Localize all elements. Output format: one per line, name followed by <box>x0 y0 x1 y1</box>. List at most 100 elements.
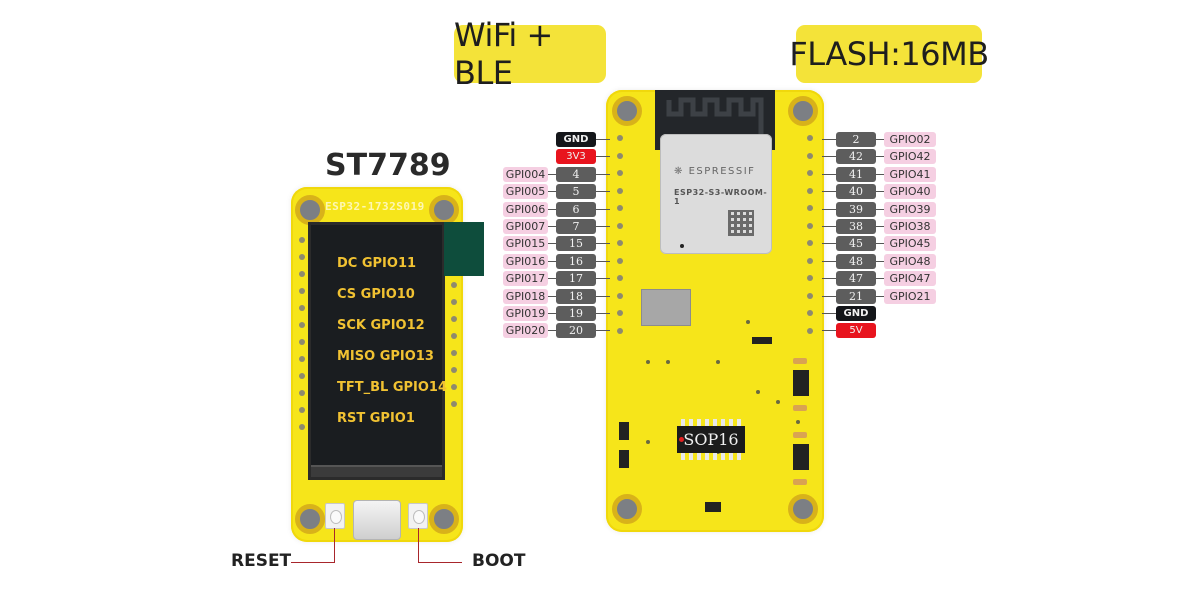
mount-hole <box>612 494 642 524</box>
connector-line <box>822 278 836 280</box>
via <box>716 360 720 364</box>
via <box>776 400 780 404</box>
connector-line <box>596 330 610 332</box>
mount-hole <box>295 195 325 225</box>
pin-number-badge: 21 <box>836 288 876 304</box>
pcb-antenna-icon <box>666 97 764 146</box>
gpio-name-label: GPI016 <box>503 253 548 269</box>
capacitor <box>793 358 807 364</box>
ic-lead <box>681 419 685 426</box>
connector-line <box>876 226 884 227</box>
connector-line <box>822 260 836 262</box>
gpio-name-label: GPIO40 <box>884 184 936 200</box>
mount-hole <box>429 195 459 225</box>
boot-button[interactable] <box>408 503 428 529</box>
ic-lead <box>697 419 701 426</box>
connector-line <box>596 278 610 280</box>
connector-line <box>548 278 556 280</box>
gpio-name-label: GPIO48 <box>884 253 936 269</box>
usb-c-port <box>353 500 401 540</box>
ic-lead <box>705 453 709 460</box>
connector-line <box>876 295 884 297</box>
capacitor <box>793 432 807 438</box>
sot89-regulator <box>793 370 809 396</box>
fpc-connector <box>641 289 691 326</box>
connector-line <box>876 278 884 280</box>
header-pin <box>451 316 457 322</box>
connector-line <box>876 243 884 245</box>
pin-number-badge: 4 <box>556 166 596 182</box>
connector-line <box>548 208 556 210</box>
lcd-pin-label: MISO GPIO13 <box>337 349 434 364</box>
gpio-name-label: GPI006 <box>503 201 548 217</box>
header-pin <box>807 327 813 334</box>
connector-line <box>876 260 884 262</box>
connector-line <box>876 191 884 193</box>
header-pin <box>617 240 623 246</box>
gpio-name-label: GPIO38 <box>884 219 936 234</box>
header-pin <box>807 292 813 299</box>
header-pin <box>617 135 623 141</box>
ic-lead <box>689 419 693 426</box>
reset-callout-line <box>334 528 335 562</box>
lcd-pin-label: RST GPIO1 <box>337 411 415 426</box>
connector-line <box>876 139 884 140</box>
pin-number-badge: 45 <box>836 236 876 252</box>
connector-line <box>822 226 836 227</box>
espressif-logo-icon: ❋ <box>674 166 689 177</box>
pin-number-badge: 41 <box>836 166 876 182</box>
ic-pin1-dot <box>679 437 684 442</box>
header-pin <box>299 390 305 396</box>
connector-line <box>596 156 610 158</box>
connector-line <box>596 139 610 140</box>
capacitor <box>793 405 807 411</box>
pin-number-badge: 5 <box>556 184 596 200</box>
sot89-regulator <box>793 444 809 470</box>
connector-line <box>596 226 610 227</box>
connector-line <box>876 173 884 175</box>
via <box>666 360 670 364</box>
connector-line <box>876 156 884 158</box>
boot-callout-line <box>418 562 462 563</box>
mount-hole <box>788 96 818 126</box>
transistor <box>619 450 629 468</box>
ic-lead <box>705 419 709 426</box>
pin-number-badge: 40 <box>836 184 876 200</box>
header-pin <box>451 299 457 305</box>
header-pin <box>807 205 813 211</box>
connector-line <box>596 173 610 175</box>
pin-number-badge: 7 <box>556 219 596 234</box>
via <box>756 390 760 394</box>
header-pin <box>807 257 813 264</box>
pin-number-badge: GND <box>556 132 596 147</box>
connector-line <box>822 156 836 158</box>
connector-line <box>548 226 556 227</box>
pin-number-badge: 5V <box>836 323 876 339</box>
capacitor <box>793 479 807 485</box>
pin-number-badge: GND <box>836 306 876 321</box>
connector-line <box>822 139 836 140</box>
gpio-name-label: GPIO41 <box>884 166 936 182</box>
gpio-name-label: GPI007 <box>503 219 548 234</box>
gpio-name-label: GPIO39 <box>884 201 936 217</box>
header-pin <box>451 401 457 407</box>
gpio-name-label: GPI015 <box>503 236 548 252</box>
header-pin <box>299 305 305 311</box>
ic-lead <box>721 453 725 460</box>
connector-line <box>548 295 556 297</box>
header-pin <box>807 222 813 229</box>
gpio-name-label: GPI004 <box>503 166 548 182</box>
module-model: ESP32-S3-WROOM-1 <box>674 188 768 206</box>
pin-number-badge: 39 <box>836 201 876 217</box>
mount-hole <box>295 504 325 534</box>
header-pin <box>807 275 813 281</box>
header-pin <box>807 135 813 141</box>
pin1-marker <box>680 244 684 248</box>
ic-lead <box>713 419 717 426</box>
esp32-module: ❋ ESPRESSIF ESP32-S3-WROOM-1 <box>660 134 772 254</box>
reset-button[interactable] <box>325 503 345 529</box>
ic-lead <box>729 453 733 460</box>
header-pin <box>807 310 813 316</box>
gpio-name-label: GPI018 <box>503 288 548 304</box>
header-pin <box>807 187 813 194</box>
